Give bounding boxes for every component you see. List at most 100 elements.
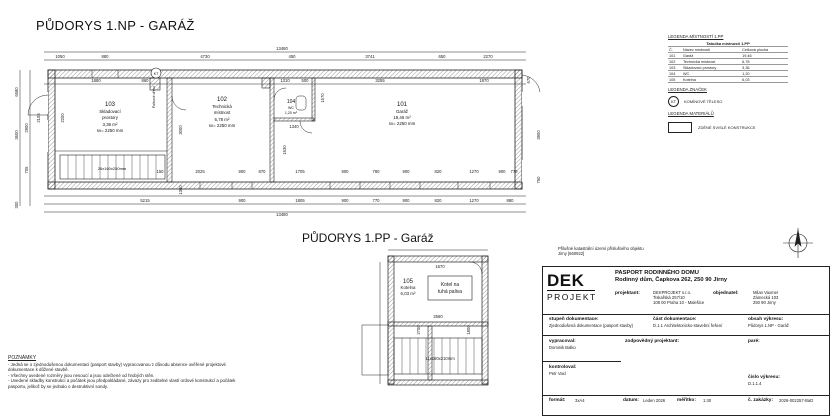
room-table: Tabulka místností 1.PP Č. Název místnost… (668, 41, 788, 83)
svg-text:2900: 2900 (24, 123, 29, 133)
svg-text:820: 820 (435, 169, 443, 174)
svg-text:2270: 2270 (483, 54, 493, 59)
svg-text:Skladovací: Skladovací (99, 109, 121, 114)
kontroloval-label: kontroloval: (549, 365, 577, 370)
dek-projekt-logo: DEK PROJEKT (547, 272, 595, 302)
svg-text:WC: WC (288, 106, 294, 110)
svg-text:3741: 3741 (365, 54, 375, 59)
svg-text:3255: 3255 (375, 78, 385, 83)
svg-text:900: 900 (239, 169, 247, 174)
legend-panel: LEGENDA MÍSTNOSTÍ 1.PP Tabulka místností… (668, 30, 788, 133)
meritko-label: měřítko: (677, 398, 696, 403)
vypracoval-label: vypracoval: (549, 339, 576, 344)
svg-text:900: 900 (499, 169, 507, 174)
svg-text:6,03 m²: 6,03 m² (401, 291, 416, 296)
plan-1np (19, 51, 541, 213)
format-value: 3xA4 (575, 398, 585, 403)
cadastral-line-2: Jirny [660922] (558, 251, 585, 257)
svg-text:1800: 1800 (466, 325, 471, 335)
svg-text:11x160x210mm: 11x160x210mm (425, 356, 455, 361)
svg-text:6580: 6580 (14, 87, 19, 97)
svg-text:sv= 2250 mm: sv= 2250 mm (389, 121, 416, 126)
svg-text:2105: 2105 (36, 113, 41, 123)
svg-text:300: 300 (14, 201, 19, 209)
svg-text:3,36 m²: 3,36 m² (103, 122, 118, 127)
kontroloval-value: Petr Vaxl (549, 371, 566, 376)
floor-plan-1pp-title: PŮDORYS 1.PP - Garáž (302, 231, 434, 245)
room-table-title: Tabulka místností 1.PP (668, 41, 788, 47)
svg-text:2025: 2025 (195, 169, 205, 174)
vypracoval-value: Dominik Balko (549, 345, 576, 350)
svg-text:KT: KT (154, 72, 159, 76)
svg-text:1705: 1705 (295, 169, 305, 174)
legend-kt-row: KT KOMÍNOVÉ TĚLESO (668, 96, 788, 107)
svg-text:750: 750 (536, 176, 541, 184)
svg-text:1630: 1630 (282, 145, 287, 155)
room-103-id: 103 (105, 102, 116, 108)
svg-text:Kotel na: Kotel na (441, 282, 460, 288)
cast-value: D.1.1 Architektonicko-stavební řešení (653, 323, 723, 328)
notes-line-2: - Všechny uvedené rozměry jsou nesoucí a… (8, 372, 155, 378)
svg-text:650: 650 (439, 54, 447, 59)
svg-text:6,78 m²: 6,78 m² (215, 117, 230, 122)
svg-text:prostory: prostory (102, 115, 119, 120)
cast-label: část dokumentace: (653, 317, 697, 322)
logo-bottom: PROJEKT (547, 290, 597, 302)
notes-line-3: - Uvedené skladby konstrukcí a počátek j… (8, 378, 236, 389)
obsah-label: obsah výkresu: (748, 317, 784, 322)
projektant-value: DEKPROJEKT s.r.o. Tiskařská 257/10 108 0… (653, 290, 705, 305)
notes-block: POZNÁMKY - Jedná se o zjednodušenou doku… (8, 355, 248, 390)
svg-text:4730: 4730 (200, 54, 210, 59)
legend-materials-title: LEGENDA MATERIÁLŮ (668, 111, 714, 116)
dim-overall-bottom: 13480 (276, 212, 288, 217)
room-102-id: 102 (217, 97, 228, 103)
svg-text:Garáž: Garáž (396, 109, 408, 114)
svg-text:2560: 2560 (433, 314, 443, 319)
format-label: formát: (549, 398, 566, 403)
svg-text:3000: 3000 (178, 125, 183, 135)
room-104-id: 104 (287, 99, 296, 105)
svg-text:sv= 2250 mm: sv= 2250 mm (97, 128, 124, 133)
svg-text:780: 780 (373, 169, 381, 174)
objednatel-label: objednatel: (713, 291, 739, 296)
plan-1pp-labels: 105 Kotelna 6,03 m² Kotel na tuhá paliva… (401, 264, 471, 361)
datum-value: Leden 2026 (643, 398, 666, 403)
svg-text:2700: 2700 (416, 325, 421, 335)
plan-1np-rooms: 103 Skladovací prostory 3,36 m² sv= 2250… (97, 72, 416, 171)
svg-text:870: 870 (259, 169, 267, 174)
svg-text:1,20 m²: 1,20 m² (285, 111, 298, 115)
legend-rooms-title: LEGENDA MÍSTNOSTÍ 1.PP (668, 34, 724, 39)
svg-text:900: 900 (403, 169, 411, 174)
svg-text:26x160x250mm: 26x160x250mm (98, 166, 127, 171)
project-subtitle: Rodinný dům, Čapkova 262, 250 90 Jirny (615, 276, 728, 283)
project-title-block: PASPORT RODINNÉHO DOMU Rodinný dům, Čapk… (615, 270, 727, 283)
svg-text:705: 705 (24, 166, 29, 174)
objednatel-value: Milan Vaxmer Zámecká 103 250 90 Jirny (753, 290, 779, 305)
svg-text:670: 670 (526, 76, 531, 84)
svg-text:880: 880 (507, 198, 515, 203)
svg-text:900: 900 (239, 198, 247, 203)
notes-line-1: - Jedná se o zjednodušenou dokumentaci (… (8, 361, 226, 373)
svg-text:770: 770 (511, 169, 519, 174)
logo-top: DEK (547, 271, 585, 290)
svg-text:900: 900 (403, 198, 411, 203)
floor-plan-1np-title: PŮDORYS 1.NP - GARÁŽ (36, 18, 195, 33)
projektant-label: projektant: (615, 291, 640, 296)
svg-text:místnost: místnost (214, 110, 231, 115)
svg-text:1570: 1570 (320, 93, 325, 103)
stupen-value: Zjednodušená dokumentace (pasport stavby… (549, 323, 634, 328)
svg-text:1670: 1670 (435, 264, 445, 269)
cadastral-line-1: Přilušné katastrální území příslušného o… (558, 246, 644, 251)
svg-text:Palivové dřevo: Palivové dřevo (152, 86, 156, 108)
zodpovedny-label: zodpovědný projektant: (625, 339, 680, 344)
pare-label: paré: (748, 339, 760, 344)
legend-signs-title: LEGENDA ZNAČEK (668, 87, 707, 92)
svg-text:sv= 2250 mm: sv= 2250 mm (209, 123, 236, 128)
dim-overall-top: 13480 (276, 46, 288, 51)
legend-wall-row: ZDĚNÉ SVISLÉ KONSTRUKCE (668, 122, 788, 133)
legend-kt-label: KOMÍNOVÉ TĚLESO (684, 99, 723, 104)
svg-text:450: 450 (289, 54, 297, 59)
